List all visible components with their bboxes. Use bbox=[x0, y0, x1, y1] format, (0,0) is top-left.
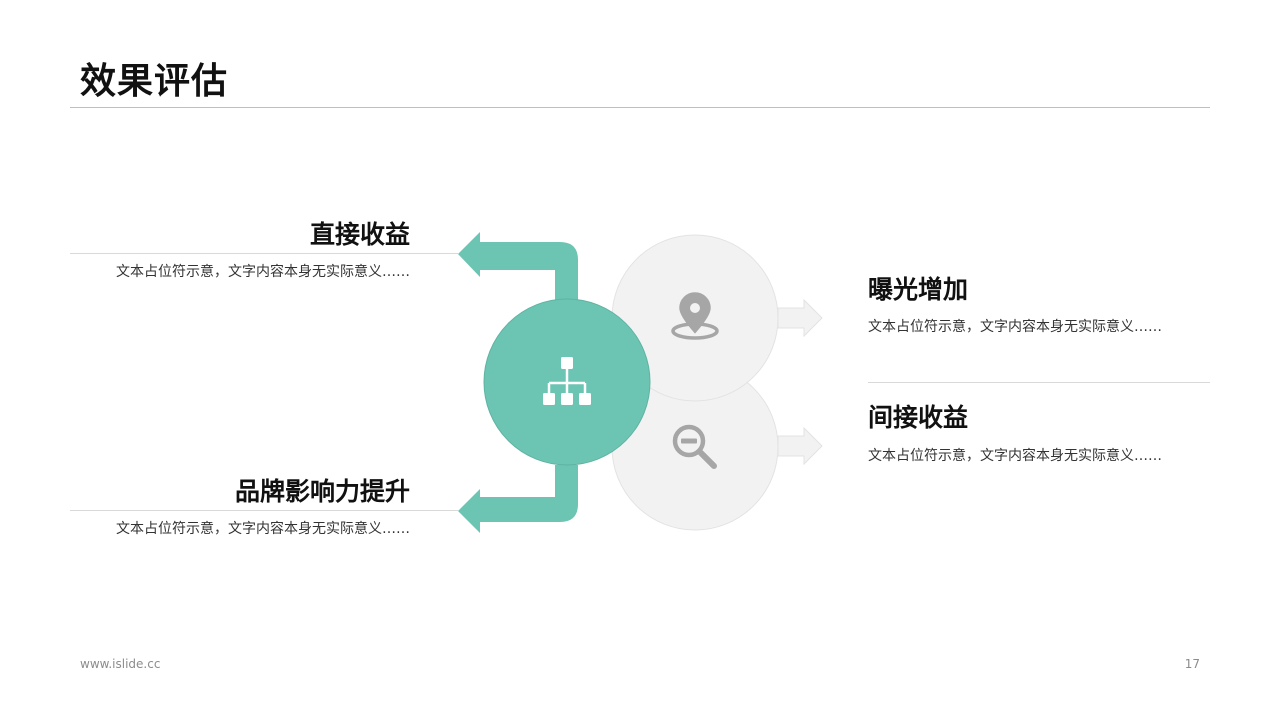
page-title: 效果评估 bbox=[80, 61, 229, 102]
right-item-1-desc: 文本占位符示意，文字内容本身无实际意义…… bbox=[868, 319, 1162, 335]
arrow-bottom-left bbox=[458, 465, 578, 533]
left-item-2-heading: 品牌影响力提升 bbox=[234, 477, 410, 506]
location-pin-icon bbox=[671, 292, 719, 340]
arrow-right-bottom bbox=[777, 426, 823, 466]
right-item-1-heading: 曝光增加 bbox=[868, 275, 969, 304]
left-item-2-desc: 文本占位符示意，文字内容本身无实际意义…… bbox=[116, 521, 410, 537]
org-chart-icon bbox=[543, 357, 591, 405]
page-number: 17 bbox=[1184, 657, 1200, 671]
left-item-2-rule bbox=[70, 510, 458, 511]
left-item-1-rule bbox=[70, 253, 458, 254]
zoom-out-icon bbox=[672, 424, 717, 469]
right-item-2-desc: 文本占位符示意，文字内容本身无实际意义…… bbox=[868, 448, 1162, 464]
arrow-top-left bbox=[458, 232, 578, 300]
right-item-2-heading: 间接收益 bbox=[868, 403, 969, 432]
arrow-right-top bbox=[777, 298, 823, 338]
footer-url[interactable]: www.islide.cc bbox=[80, 657, 161, 671]
left-item-1-desc: 文本占位符示意，文字内容本身无实际意义…… bbox=[116, 264, 410, 280]
left-item-1-heading: 直接收益 bbox=[309, 220, 410, 249]
right-divider bbox=[868, 382, 1210, 383]
title-divider bbox=[70, 107, 1210, 108]
